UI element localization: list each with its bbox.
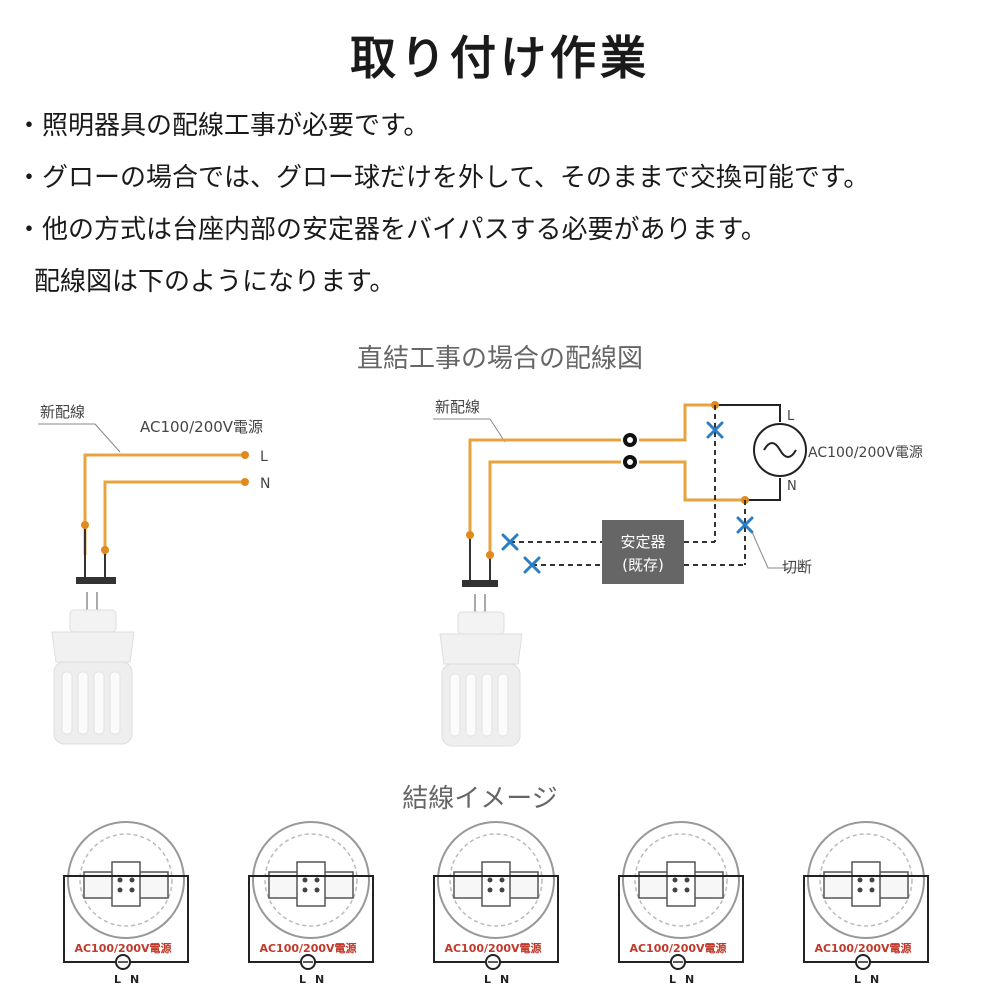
led-lamp-icon [439,594,523,747]
panel-l-label: L [669,973,676,986]
node [466,531,474,539]
wire-l [83,453,245,555]
panel-power-label: AC100/200V電源 [259,941,356,955]
wiring-diagram: 新配線 AC100/200V電源 L N 新配線 [38,398,929,986]
terminal-n-label: N [787,479,797,494]
wire-l [468,438,630,535]
socket [76,577,116,584]
wiring-diagram-caption: 直結工事の場合の配線図 [356,344,643,374]
right-diagram: 新配線 L N AC100/200V電源 [433,398,923,747]
panel-n-label: N [685,973,694,986]
led-lamp-icon [51,592,135,745]
panel-power-label: AC100/200V電源 [74,941,171,955]
wire-n [488,460,630,555]
page-title: 取り付け作業 [350,31,650,85]
panel-l-label: L [854,973,861,986]
panel-power-label: AC100/200V電源 [814,941,911,955]
panel-n-label: N [500,973,509,986]
power-source-label: AC100/200V電源 [808,445,923,461]
panel-n-label: N [870,973,879,986]
socket [462,580,498,587]
ballast-sub-label: (既存) [622,556,664,574]
panel-l-label: L [114,973,121,986]
node [101,546,109,554]
connection-image-caption: 結線イメージ [402,784,557,814]
cut-mark-icon [501,533,519,551]
panel-n-label: N [130,973,139,986]
ballast-label: 安定器 [620,533,665,551]
power-source-label: AC100/200V電源 [140,418,263,436]
instruction-item: ・他の方式は台座内部の安定器をバイパスする必要があります。 [16,215,767,245]
node [486,551,494,559]
instruction-list: ・照明器具の配線工事が必要です。 ・グローの場合では、グロー球だけを外して、その… [16,100,869,308]
terminal-n-label: N [260,476,270,492]
cut-label: 切断 [782,558,812,576]
old-wiring [510,405,746,566]
terminal-l-label: L [787,409,795,424]
cut-mark-icon [736,516,754,534]
panel-l-label: L [484,973,491,986]
cut-mark-icon [706,421,724,439]
panel-power-label: AC100/200V電源 [629,941,726,955]
new-wiring-label: 新配線 [435,398,480,416]
node [241,451,249,459]
wire-n [103,480,245,555]
panel-n-label: N [315,973,324,986]
node [81,521,89,529]
node [241,478,249,486]
instruction-item: ・照明器具の配線工事が必要です。 [16,111,430,141]
ballast-box [602,520,684,584]
new-wiring-label: 新配線 [40,403,85,421]
panel-l-label: L [299,973,306,986]
panel-power-label: AC100/200V電源 [444,941,541,955]
instruction-item: 配線図は下のようになります。 [34,267,396,297]
instruction-item: ・グローの場合では、グロー球だけを外して、そのままで交換可能です。 [16,163,870,193]
terminal-l-label: L [260,449,268,465]
left-diagram: 新配線 AC100/200V電源 L N [38,403,270,745]
cut-mark-icon [523,556,541,574]
